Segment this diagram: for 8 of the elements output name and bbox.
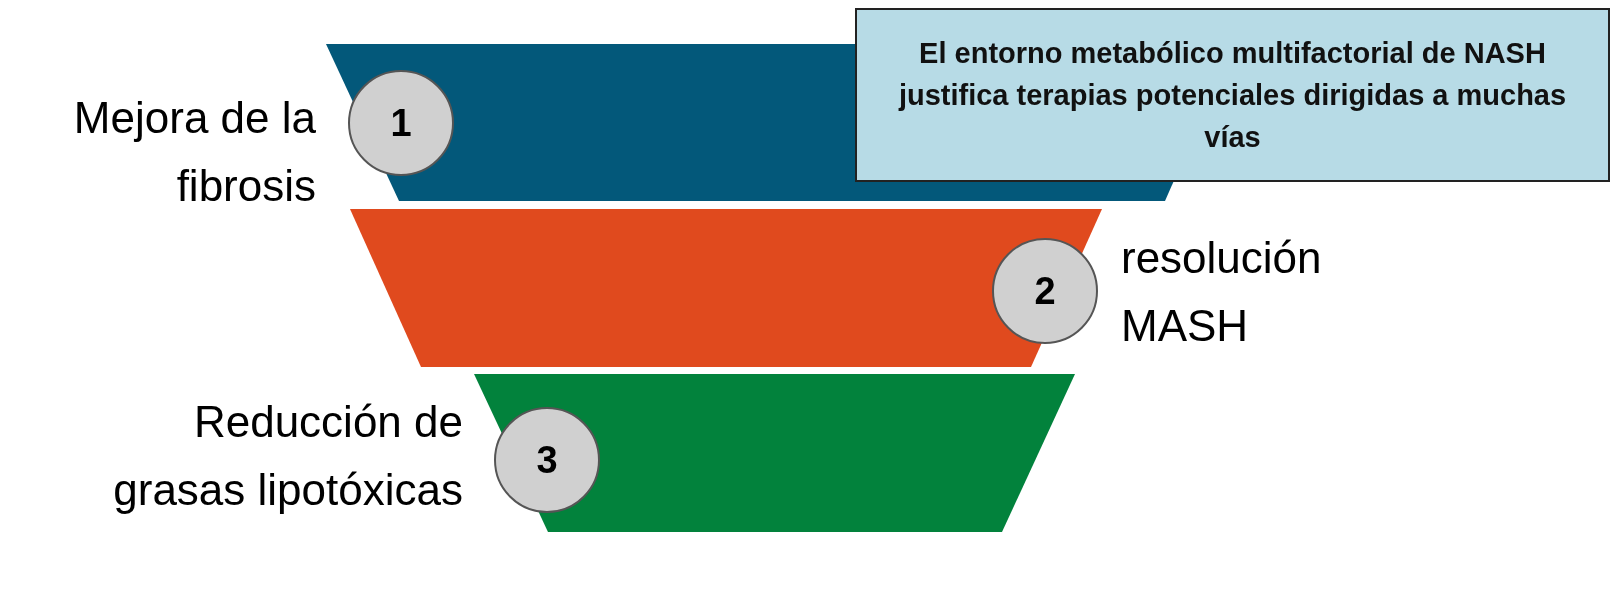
step-number: 3: [536, 437, 558, 483]
step-label: resolución MASH: [1121, 232, 1323, 352]
step-number: 2: [1034, 268, 1056, 314]
step-label: Mejora de la fibrosis: [72, 92, 316, 212]
step-number: 1: [390, 100, 412, 146]
step-label: Reducción de grasas lipotóxicas: [112, 396, 463, 516]
callout-box: [855, 8, 1610, 182]
callout-text: El entorno metabólico multifactorial de NASH justifica terapias potenciales dirigidas a muchas vías: [897, 36, 1568, 155]
